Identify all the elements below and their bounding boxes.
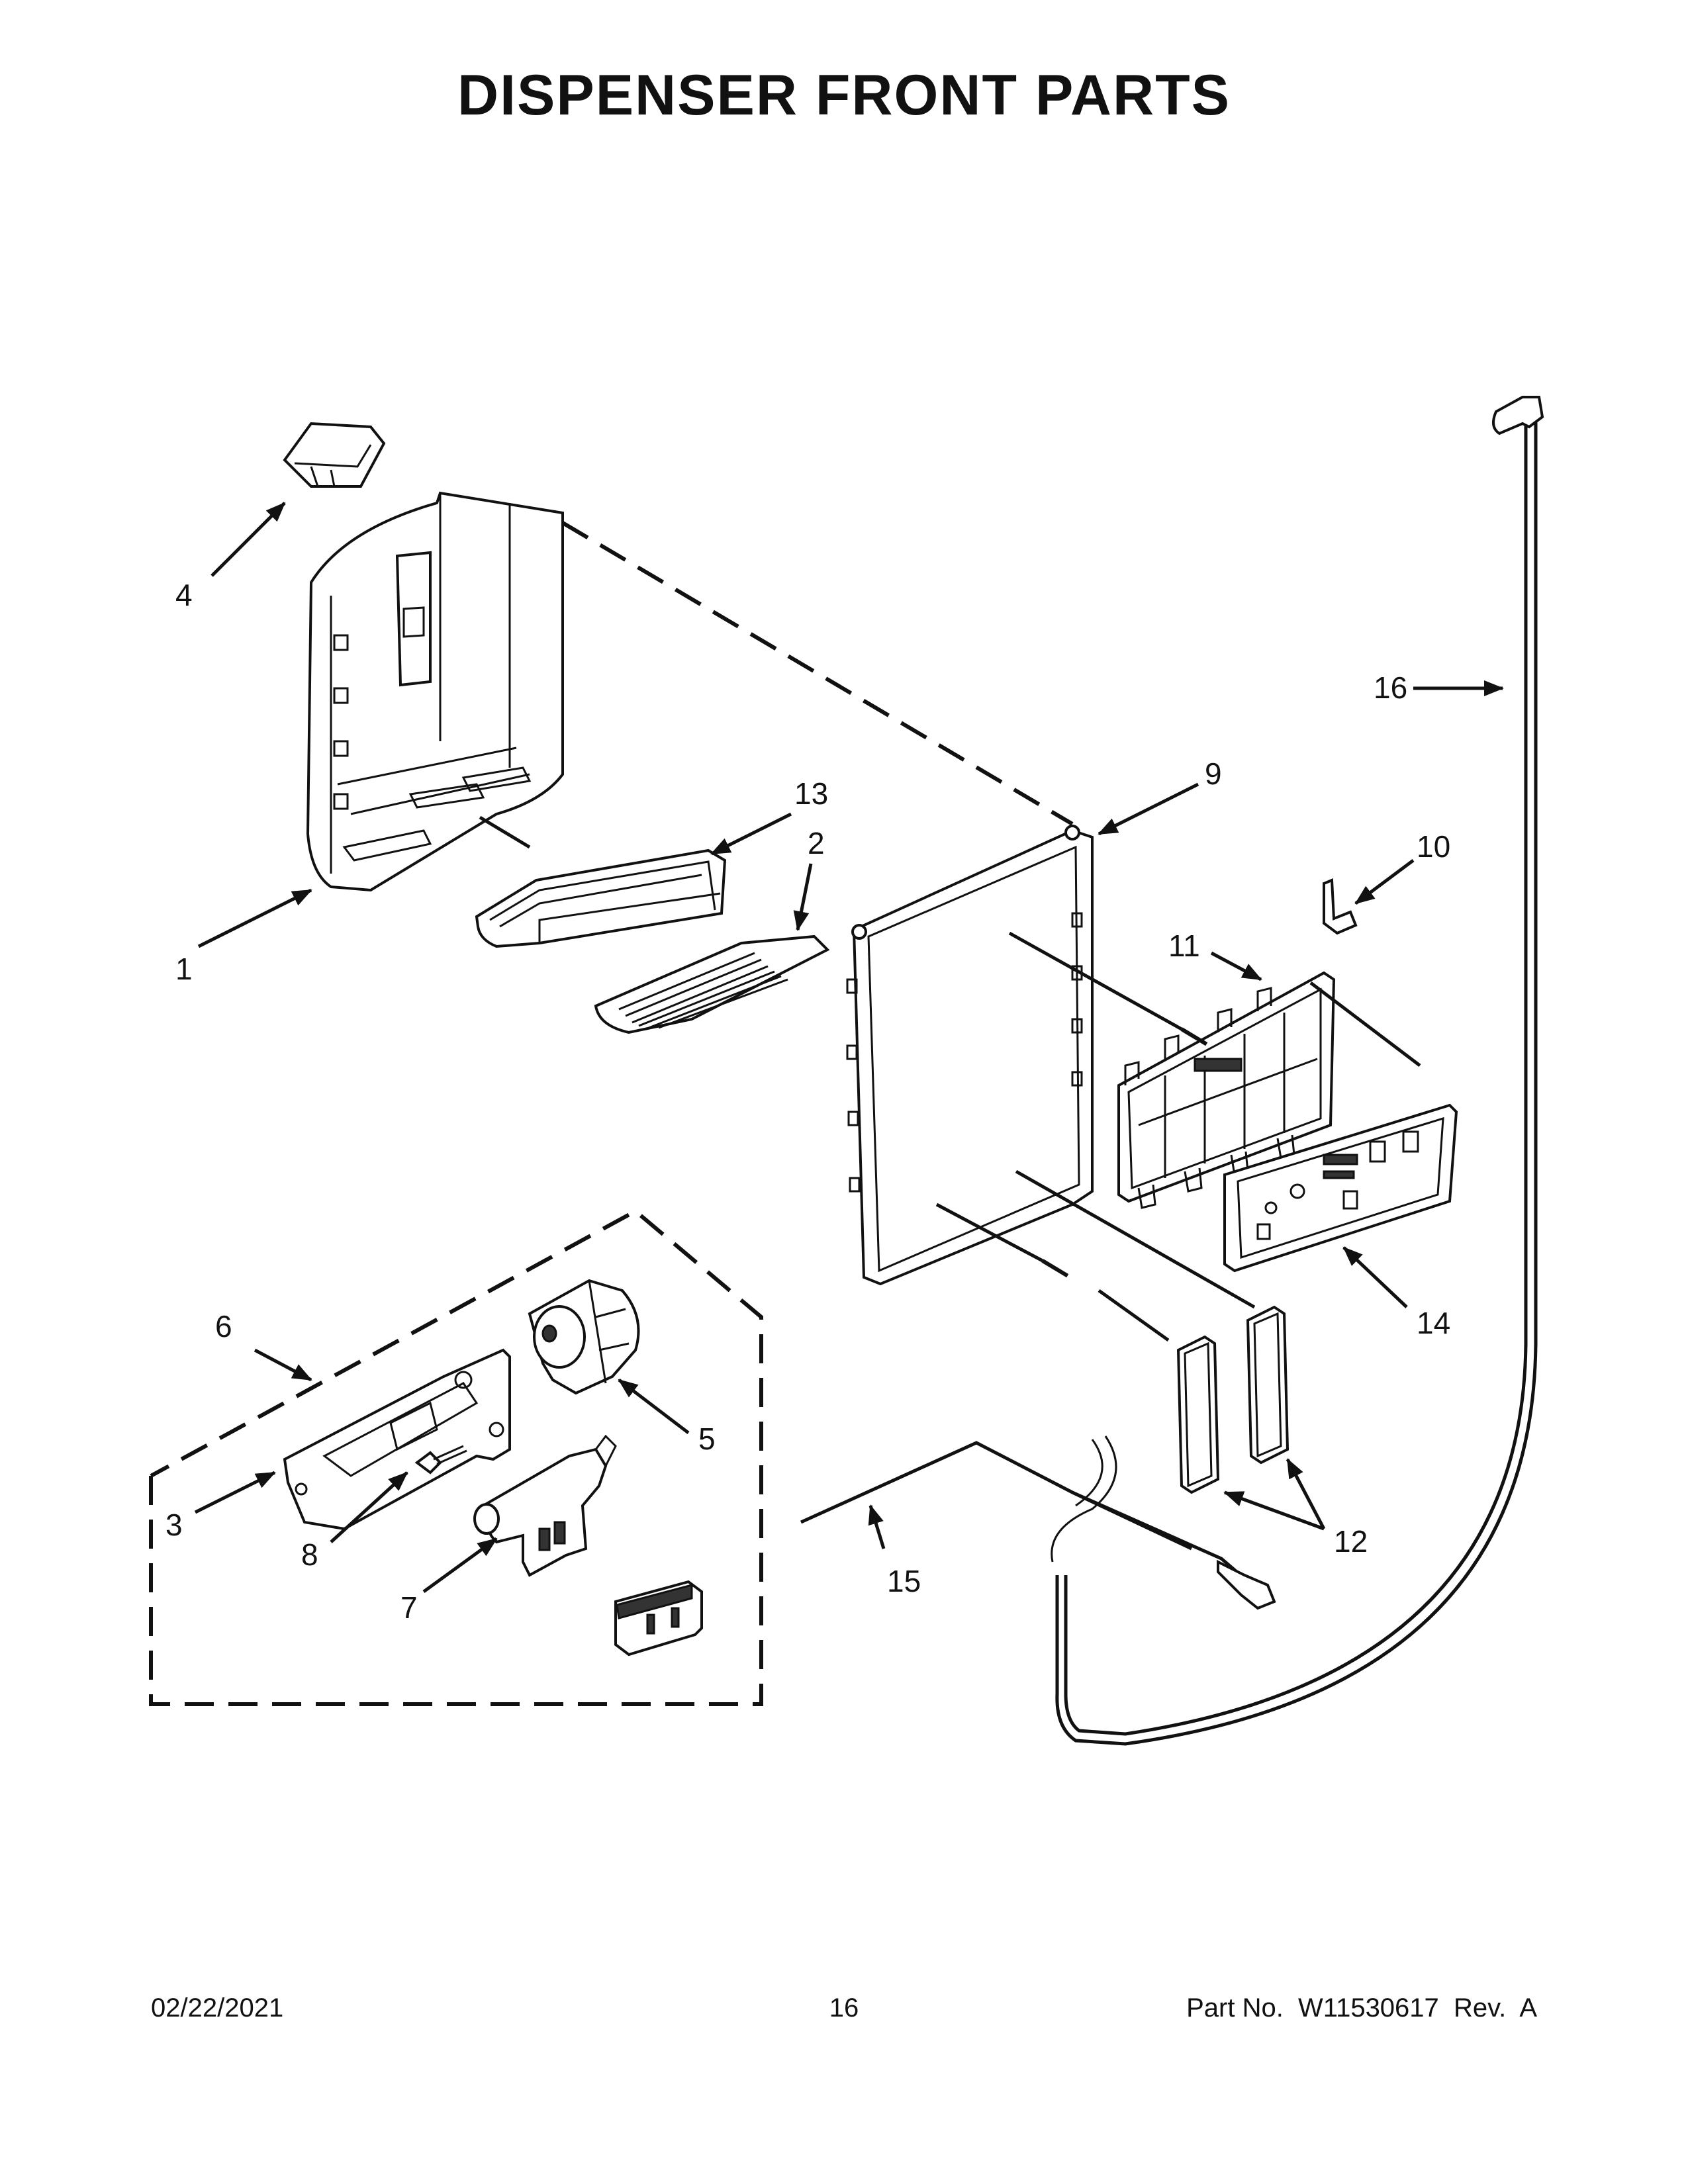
- page-title: DISPENSER FRONT PARTS: [457, 64, 1231, 127]
- callout-11: 11: [1168, 929, 1200, 963]
- part-11-control-housing: [1117, 971, 1336, 1209]
- alignment-lines: [479, 521, 1421, 1342]
- callout-5: 5: [698, 1422, 716, 1456]
- part-4-bin-cup: [283, 422, 386, 488]
- callout-labels: 4 1 13 2 9 10 11 16 14 12 15 6 5 3 8 7: [165, 578, 1450, 1625]
- part-13-drip-tray: [475, 848, 727, 948]
- callout-3: 3: [165, 1508, 183, 1542]
- part-16-tube: [1055, 396, 1544, 1746]
- part-10-clip: [1323, 878, 1358, 935]
- part-9-dispenser-frame: [846, 825, 1094, 1286]
- part-5-motor: [528, 1279, 640, 1395]
- part-1-dispenser-housing: [306, 491, 564, 892]
- callout-6: 6: [215, 1309, 232, 1343]
- callout-13: 13: [794, 776, 828, 811]
- footer-page-number: 16: [829, 1993, 859, 2023]
- callout-2: 2: [808, 826, 825, 860]
- callout-7: 7: [400, 1590, 418, 1625]
- spacer-block: [614, 1580, 703, 1657]
- callout-15: 15: [887, 1564, 921, 1598]
- leader-arrows: [194, 502, 1504, 1594]
- callout-9: 9: [1205, 756, 1222, 791]
- callout-10: 10: [1417, 829, 1450, 864]
- callout-4: 4: [175, 578, 193, 612]
- part-3-bracket: [283, 1348, 511, 1531]
- part-7-actuator: [473, 1434, 617, 1577]
- footer-date: 02/22/2021: [151, 1993, 284, 2023]
- part-15-rod-harness: [800, 1435, 1276, 1610]
- assembly-dashed-box: [149, 1208, 763, 1706]
- part-12-pads: [1176, 1305, 1289, 1494]
- part-2-drip-grille: [594, 934, 830, 1034]
- part-14-control-panel: [1223, 1103, 1458, 1273]
- footer-part-number: Part No. W11530617 Rev. A: [1186, 1993, 1537, 2023]
- callout-16: 16: [1374, 670, 1407, 705]
- callout-8: 8: [301, 1537, 318, 1572]
- callout-1: 1: [175, 952, 193, 986]
- callout-12: 12: [1334, 1524, 1368, 1559]
- callout-14: 14: [1417, 1306, 1450, 1340]
- part-8-screw: [414, 1445, 467, 1475]
